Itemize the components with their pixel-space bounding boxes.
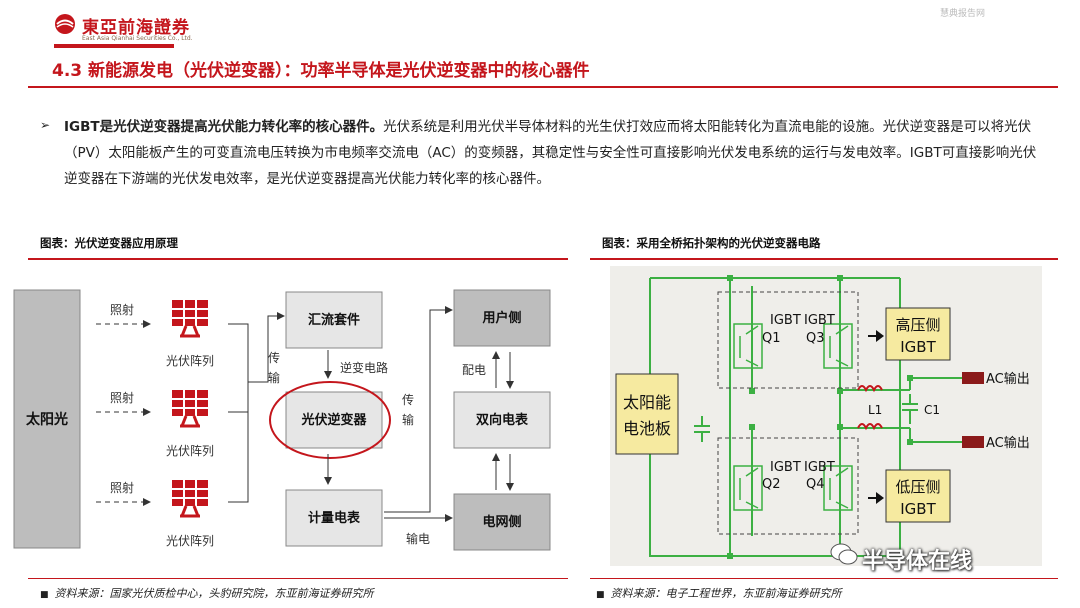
svg-text:双向电表: 双向电表 (476, 412, 529, 428)
title-divider (28, 86, 1058, 88)
right-source: ■资料来源：电子工程世界，东亚前海证券研究所 (596, 587, 842, 600)
solar-panel-icon (170, 298, 210, 338)
ac-output-terminal-1 (962, 372, 984, 384)
high-side-group (717, 291, 859, 389)
svg-text:IGBT: IGBT (900, 338, 936, 356)
left-source: ■资料来源：国家光伏质检中心，头豹研究院，东亚前海证券研究所 (40, 587, 374, 600)
svg-text:IGBT: IGBT (770, 313, 801, 328)
figure-right-caption: 图表：采用全桥拓扑架构的光伏逆变器电路 (602, 236, 821, 250)
high-side-label-box (885, 307, 951, 361)
inverter-circuit-label: 逆变电路 (340, 360, 388, 375)
meter-box (285, 489, 383, 547)
svg-text:输: 输 (402, 412, 414, 427)
wechat-icon (830, 543, 858, 565)
solar-panel-icon (170, 388, 210, 428)
panel-label-2: 光伏阵列 (166, 444, 214, 458)
svg-text:用户侧: 用户侧 (481, 310, 521, 326)
svg-text:高压侧: 高压侧 (895, 316, 940, 334)
transmit-power-label: 输电 (406, 531, 430, 546)
inverter-principle-diagram: 太阳光 照射 照射 照射 光伏阵列 光伏阵列 光伏阵列 传 输 汇流套件 逆变电… (13, 289, 551, 551)
ac-output-terminal-2 (962, 436, 984, 448)
logo-bar (54, 44, 174, 48)
svg-text:Q4: Q4 (806, 477, 825, 492)
paragraph-lead: IGBT是光伏逆变器提高光伏能力转化率的核心器件。 (64, 119, 384, 135)
paragraph-text: 光伏系统是利用光伏半导体材料的光生伏打效应而将太阳能转化为直流电能的设施。光伏逆… (64, 119, 1037, 187)
distribute-label: 配电 (462, 363, 486, 377)
sunlight-box (13, 289, 81, 549)
bidirectional-meter-box (453, 391, 551, 449)
svg-text:计量电表: 计量电表 (308, 510, 361, 526)
irradiate-label-1: 照射 (110, 302, 134, 317)
solar-panel-icon (170, 478, 210, 518)
wechat-watermark: 半导体在线 (862, 549, 973, 574)
right-source-divider (590, 578, 1058, 579)
transmit-label-1: 传 (268, 350, 280, 365)
combiner-box (285, 291, 383, 349)
irradiate-label-2: 照射 (110, 390, 134, 405)
figure-left-caption: 图表：光伏逆变器应用原理 (40, 236, 178, 250)
highlight-circle (269, 381, 391, 459)
watermark: 慧典报告网 (940, 9, 986, 19)
figure-right-divider (590, 258, 1058, 260)
logo-subtitle: East Asia Qianhai Securities Co., Ltd. (82, 35, 193, 42)
svg-text:IGBT: IGBT (804, 313, 835, 328)
svg-text:AC输出: AC输出 (986, 371, 1030, 387)
svg-text:传: 传 (402, 392, 414, 407)
user-side-box (453, 289, 551, 347)
transmit-label-2: 输 (268, 370, 280, 385)
svg-text:低压侧: 低压侧 (895, 478, 940, 496)
solar-cell-label-box (615, 373, 679, 455)
svg-text:光伏逆变器: 光伏逆变器 (300, 412, 367, 428)
low-side-label-box (885, 469, 951, 523)
svg-text:IGBT: IGBT (900, 500, 936, 518)
inverter-box (285, 391, 383, 449)
svg-text:IGBT: IGBT (770, 460, 801, 475)
svg-text:电网侧: 电网侧 (482, 514, 521, 530)
body-paragraph: IGBT是光伏逆变器提高光伏能力转化率的核心器件。光伏系统是利用光伏半导体材料的… (64, 114, 1044, 192)
low-side-group (717, 437, 859, 535)
panel-label-3: 光伏阵列 (166, 534, 214, 548)
svg-text:Q3: Q3 (806, 331, 825, 346)
svg-text:Q2: Q2 (762, 477, 781, 492)
irradiate-label-3: 照射 (110, 480, 134, 495)
panel-label-1: 光伏阵列 (166, 354, 214, 368)
grid-side-box (453, 493, 551, 551)
svg-text:C1: C1 (924, 403, 940, 417)
full-bridge-circuit-diagram: 太阳能 电池板 IGBT IGBT Q1 Q3 IGBT IGBT Q2 Q4 … (610, 266, 1042, 566)
logo-icon (55, 14, 75, 34)
svg-text:太阳能: 太阳能 (623, 393, 671, 412)
bullet-arrow-icon: ➢ (40, 118, 51, 132)
svg-text:电池板: 电池板 (623, 419, 671, 438)
sunlight-label: 太阳光 (26, 411, 68, 428)
svg-text:L1: L1 (868, 403, 882, 417)
svg-text:IGBT: IGBT (804, 460, 835, 475)
logo-text: 東亞前海證券 (82, 18, 190, 38)
figure-left-divider (28, 258, 568, 260)
svg-text:汇流套件: 汇流套件 (308, 312, 360, 328)
left-source-divider (28, 578, 568, 579)
svg-text:Q1: Q1 (762, 331, 781, 346)
page-title: 4.3 新能源发电（光伏逆变器）：功率半导体是光伏逆变器中的核心器件 (52, 61, 590, 81)
svg-text:AC输出: AC输出 (986, 435, 1030, 451)
